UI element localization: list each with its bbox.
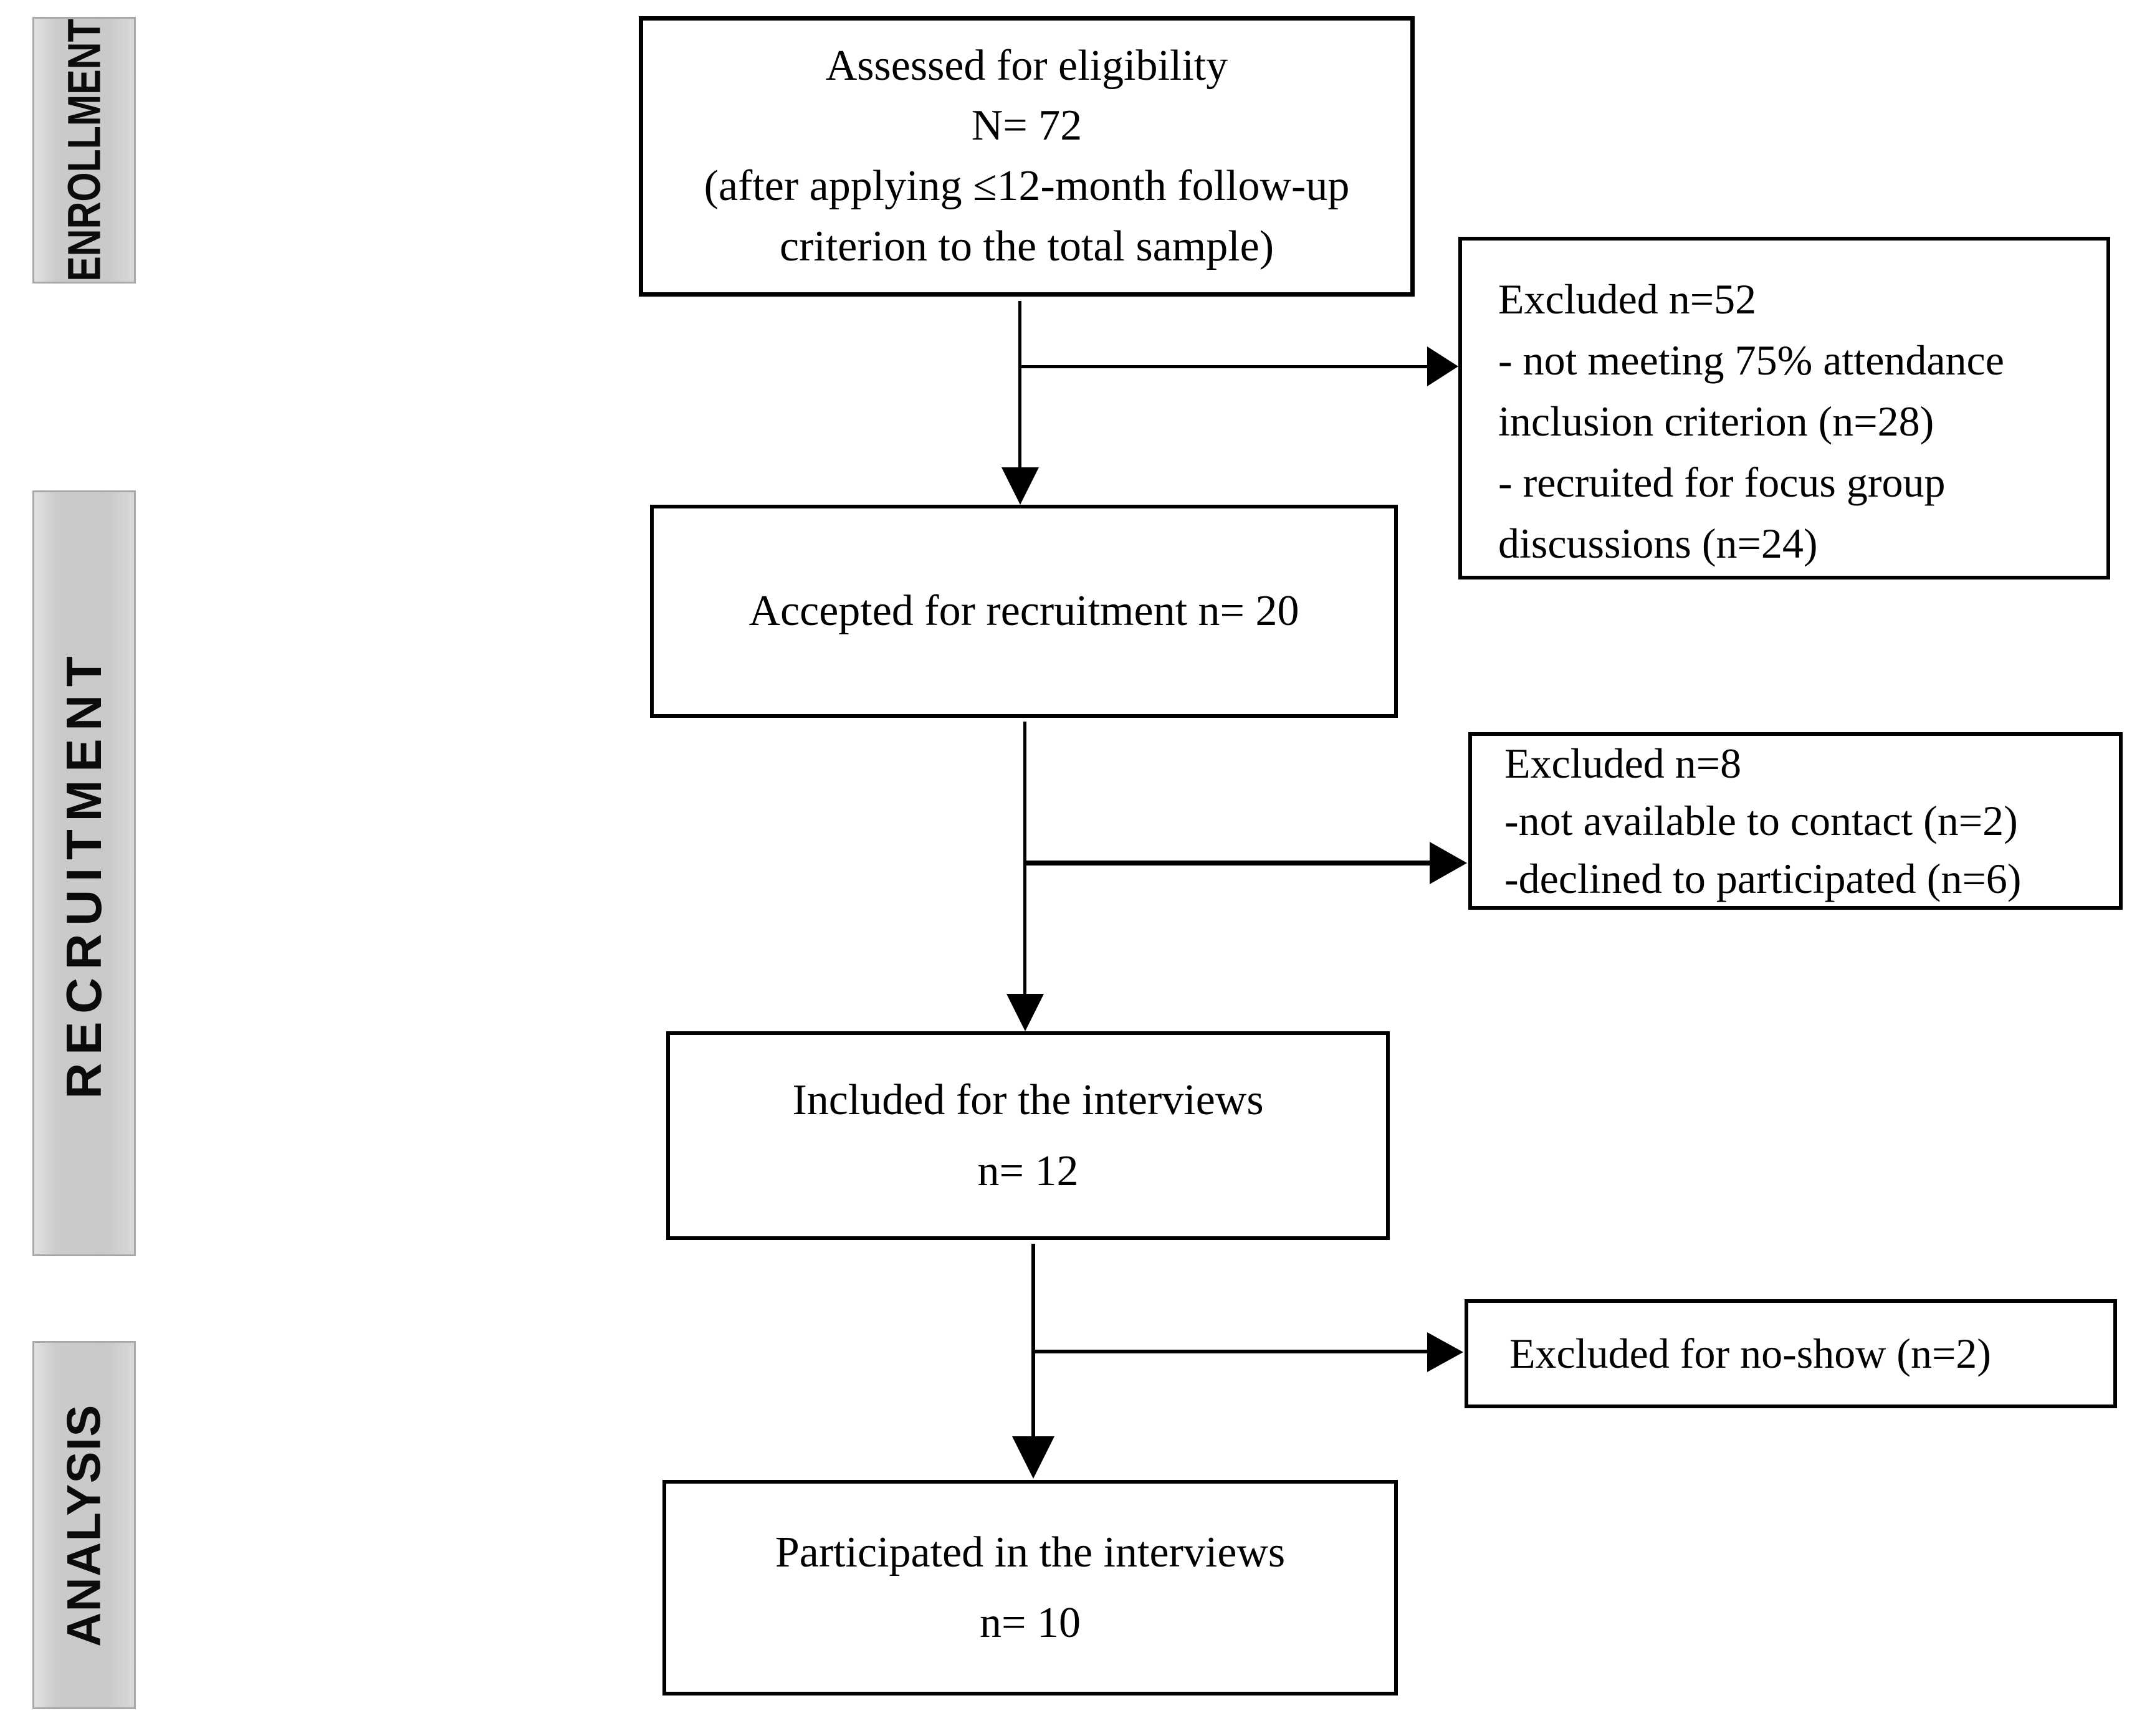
assessed-line: Assessed for eligibility (825, 41, 1228, 90)
box-excluded-noshow: Excluded for no-show (n=2) (1465, 1299, 2117, 1408)
arrowhead-down-accepted (1001, 467, 1039, 505)
arrowhead-right-excluded-noshow (1427, 1332, 1463, 1372)
arrow-line-included-to-participated (1031, 1244, 1035, 1436)
stage-label-analysis: ANALYSIS (57, 1403, 111, 1647)
box-participated-interviews: Participated in the interviews n= 10 (662, 1480, 1398, 1695)
arrow-line-accepted-to-included (1023, 722, 1026, 994)
box-accepted-recruitment: Accepted for recruitment n= 20 (650, 505, 1398, 718)
arrow-line-to-excluded-recruitment (1025, 861, 1430, 866)
included-line: Included for the interviews (792, 1076, 1264, 1125)
excluded2-reason1: -not available to contact (n=2) (1504, 797, 2018, 845)
stage-label-recruitment: RECRUITMENT (56, 648, 112, 1099)
stage-label-enrollment: ENROLLMENT (58, 19, 110, 282)
box-included-interviews: Included for the interviews n= 12 (666, 1031, 1390, 1240)
arrowhead-down-participated (1012, 1436, 1054, 1479)
arrow-line-assessed-to-accepted (1018, 301, 1021, 467)
stage-bar-recruitment: RECRUITMENT (32, 490, 136, 1256)
participated-line: Participated in the interviews (775, 1528, 1286, 1576)
stage-bar-enrollment: ENROLLMENT (32, 17, 136, 284)
excluded2-reason2: -declined to participated (n=6) (1504, 854, 2022, 902)
excluded1-reason1-line1: - not meeting 75% attendance (1498, 336, 2004, 384)
excluded3-title: Excluded for no-show (n=2) (1509, 1330, 1991, 1377)
box-assessed-eligibility: Assessed for eligibility N= 72 (after ap… (639, 16, 1415, 297)
participated-count: n= 10 (980, 1599, 1081, 1647)
arrowhead-right-excluded-enrollment (1427, 346, 1458, 386)
accepted-line: Accepted for recruitment n= 20 (748, 586, 1299, 635)
box-excluded-enrollment: Excluded n=52 - not meeting 75% attendan… (1458, 237, 2110, 579)
stage-bar-analysis: ANALYSIS (32, 1341, 136, 1709)
assessed-count: N= 72 (971, 102, 1083, 150)
assessed-note-line2: criterion to the total sample) (779, 222, 1274, 270)
excluded1-reason2-line2: discussions (n=24) (1498, 519, 1818, 567)
arrowhead-down-included (1006, 994, 1044, 1031)
excluded1-reason2-line1: - recruited for focus group (1498, 458, 1946, 506)
excluded1-reason1-line2: inclusion criterion (n=28) (1498, 397, 1934, 445)
arrow-line-to-excluded-noshow (1035, 1350, 1427, 1353)
included-count: n= 12 (977, 1147, 1079, 1195)
arrowhead-right-excluded-recruitment (1430, 842, 1467, 884)
excluded1-title: Excluded n=52 (1498, 275, 1757, 323)
assessed-note-line1: (after applying ≤12-month follow-up (704, 162, 1350, 210)
arrow-line-to-excluded-enrollment (1020, 365, 1427, 368)
box-excluded-recruitment: Excluded n=8 -not available to contact (… (1468, 732, 2123, 910)
excluded2-title: Excluded n=8 (1504, 739, 1742, 787)
